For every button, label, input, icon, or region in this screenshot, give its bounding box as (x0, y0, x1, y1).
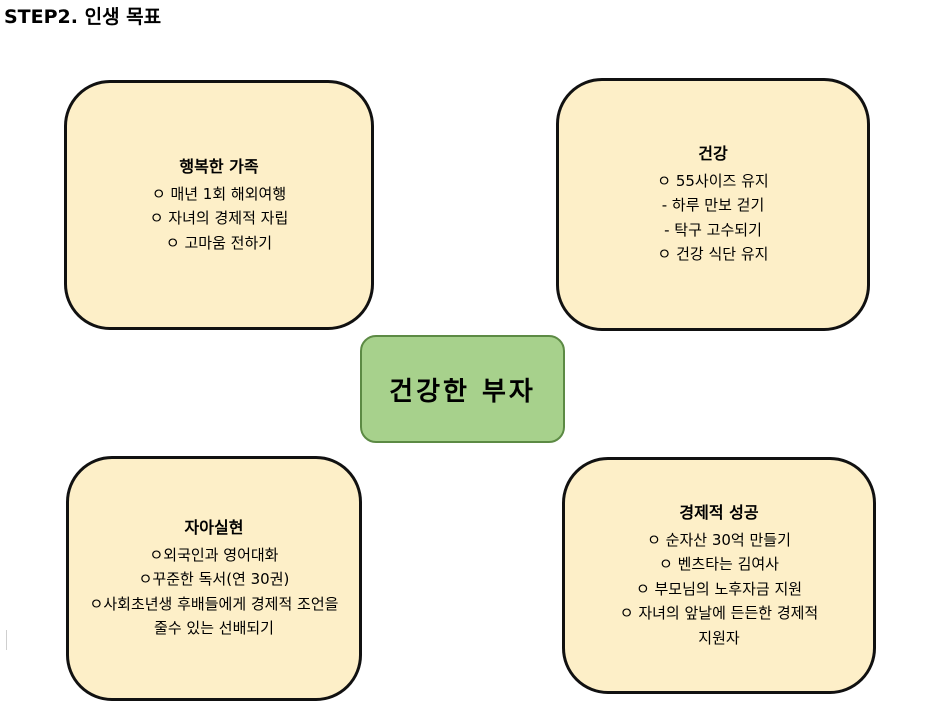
goal-title-self-realization: 자아실현 (184, 518, 244, 538)
goal-item: ㅇ 벤츠타는 김여사 (659, 555, 779, 573)
goal-title-health: 건강 (698, 144, 728, 164)
goal-item: ㅇ 자녀의 앞날에 든든한 경제적 (619, 604, 819, 622)
goal-item: ㅇ꾸준한 독서(연 30권) (138, 570, 290, 589)
goal-item: - 하루 만보 걷기 (661, 196, 765, 215)
goal-item: ㅇ 매년 1회 해외여행 (151, 184, 287, 203)
goal-item: ㅇ 고마움 전하기 (165, 233, 273, 252)
goal-title-happy-family: 행복한 가족 (179, 157, 259, 176)
goal-item: ㅇ 부모님의 노후자금 지원 (635, 579, 803, 598)
goal-title-financial-success: 경제적 성공 (679, 503, 759, 522)
goal-item: ㅇ 자녀의 경제적 자립 (149, 209, 289, 227)
goal-item: ㅇ외국인과 영어대화 (149, 545, 279, 564)
goal-box-health: 건강 ㅇ 55사이즈 유지 - 하루 만보 걷기 - 탁구 고수되기 ㅇ 건강 … (556, 78, 870, 331)
goal-item: 지원자 (698, 628, 740, 647)
goal-item: 줄수 있는 선배되기 (154, 619, 274, 638)
page-title: STEP2. 인생 목표 (4, 6, 162, 28)
goal-box-self-realization: 자아실현 ㅇ외국인과 영어대화 ㅇ꾸준한 독서(연 30권) ㅇ사회초년생 후배… (66, 456, 362, 701)
goal-item: ㅇ 55사이즈 유지 (657, 171, 769, 190)
goal-item: ㅇ 순자산 30억 만들기 (647, 530, 791, 549)
central-goal: 건강한 부자 (360, 335, 565, 443)
goal-item: ㅇ사회초년생 후배들에게 경제적 조언을 (89, 594, 339, 613)
goal-item: ㅇ 건강 식단 유지 (657, 245, 769, 264)
goal-box-happy-family: 행복한 가족 ㅇ 매년 1회 해외여행 ㅇ 자녀의 경제적 자립 ㅇ 고마움 전… (64, 80, 374, 330)
page-margin-marker (0, 630, 7, 650)
goal-box-financial-success: 경제적 성공 ㅇ 순자산 30억 만들기 ㅇ 벤츠타는 김여사 ㅇ 부모님의 노… (562, 457, 876, 694)
goal-item: - 탁구 고수되기 (664, 220, 762, 239)
